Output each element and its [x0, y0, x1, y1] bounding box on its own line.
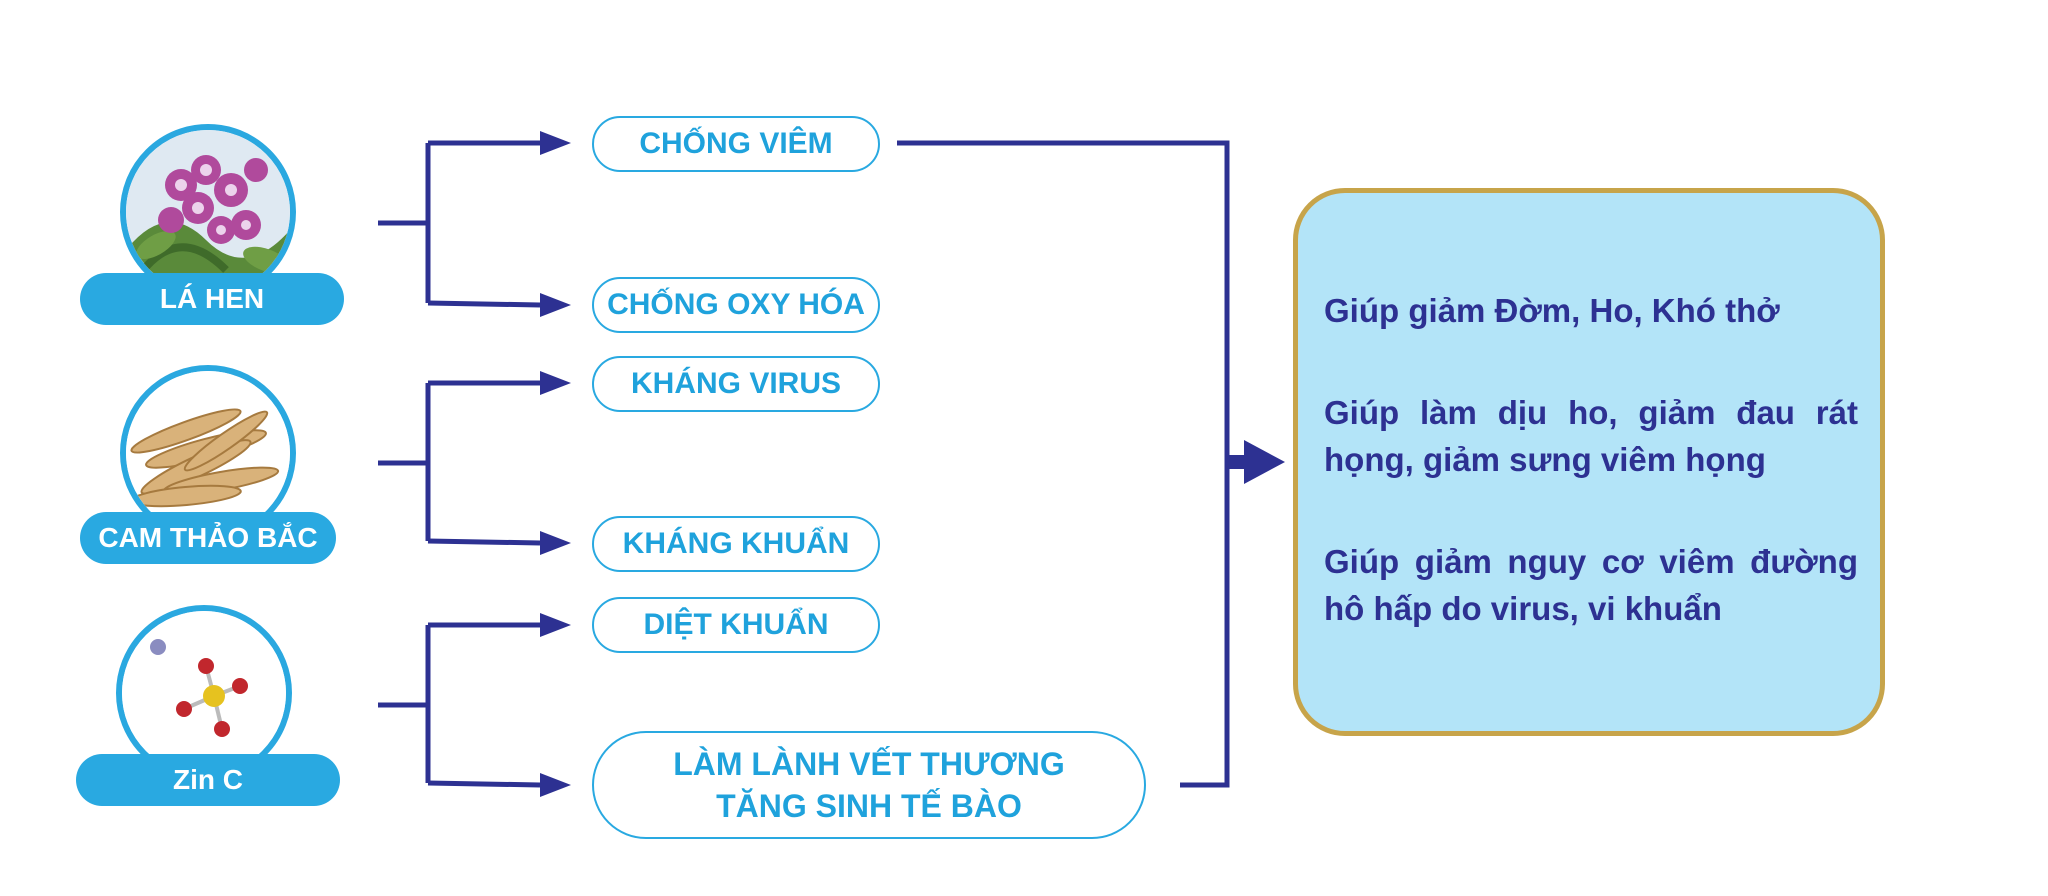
effect-lam-lanh-line1: LÀM LÀNH VẾT THƯƠNG — [673, 746, 1065, 782]
arrowhead-benefit — [1244, 440, 1285, 484]
collector-line — [897, 140, 1230, 788]
arrow-to-chong-oxy-hoa — [427, 300, 541, 308]
bracket-la-hen — [378, 143, 431, 303]
benefit-item: Giúp giảm nguy cơ viêm đường hô hấp do v… — [1324, 543, 1858, 627]
arrowhead-khang-khuan — [540, 531, 571, 555]
arrow-to-lam-lanh — [427, 780, 541, 788]
arrowhead-chong-viem — [540, 131, 571, 155]
arrowhead-khang-virus — [540, 371, 571, 395]
molecule-icon — [122, 611, 286, 775]
ingredient-image-la-hen — [120, 124, 296, 300]
effect-diet-khuan: DIỆT KHUẨN — [592, 597, 880, 653]
benefit-item: Giúp làm dịu ho, giảm đau rát họng, giảm… — [1324, 394, 1858, 478]
arrowhead-lam-lanh — [540, 773, 571, 797]
benefit-item: Giúp giảm Đờm, Ho, Khó thở — [1324, 292, 1780, 329]
ingredient-label-zin-c: Zin C — [76, 754, 340, 806]
ingredient-image-zin-c — [116, 605, 292, 781]
arrowhead-chong-oxy-hoa — [540, 293, 571, 317]
licorice-root-icon — [126, 371, 290, 535]
flower-icon — [126, 130, 290, 294]
effect-khang-virus: KHÁNG VIRUS — [592, 356, 880, 412]
ingredient-image-cam-thao-bac — [120, 365, 296, 541]
effect-lam-lanh-line2: TĂNG SINH TẾ BÀO — [716, 788, 1022, 824]
effect-chong-oxy-hoa: CHỐNG OXY HÓA — [592, 277, 880, 333]
bracket-cam-thao-bac — [378, 383, 431, 541]
ingredient-label-la-hen: LÁ HEN — [80, 273, 344, 325]
arrow-to-khang-khuan — [427, 538, 541, 546]
ingredient-label-cam-thao-bac: CAM THẢO BẮC — [80, 512, 336, 564]
effect-khang-khuan: KHÁNG KHUẨN — [592, 516, 880, 572]
bracket-zin-c — [378, 625, 431, 783]
arrowhead-diet-khuan — [540, 613, 571, 637]
benefit-box: Giúp giảm Đờm, Ho, Khó thở Giúp làm dịu … — [1293, 188, 1885, 736]
effect-chong-viem: CHỐNG VIÊM — [592, 116, 880, 172]
effect-lam-lanh: LÀM LÀNH VẾT THƯƠNG TĂNG SINH TẾ BÀO — [592, 731, 1146, 839]
